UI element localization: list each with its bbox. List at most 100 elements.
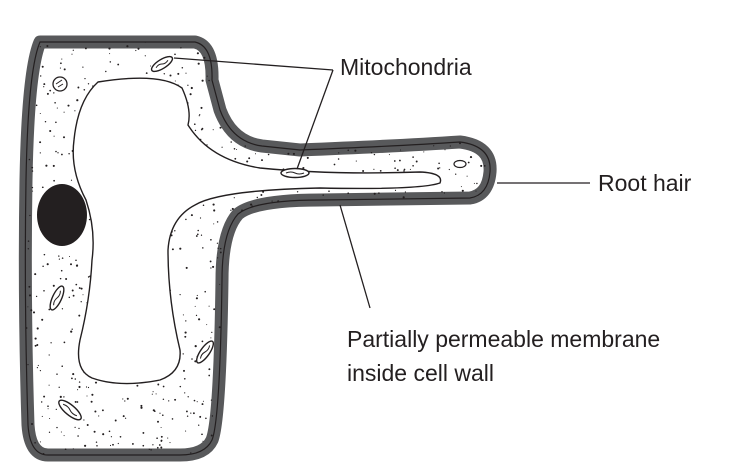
speckle-dot <box>250 313 251 314</box>
speckle-dot <box>28 286 30 288</box>
speckle-dot <box>197 295 198 296</box>
speckle-dot <box>153 391 154 392</box>
speckle-dot <box>382 242 383 243</box>
speckle-dot <box>248 157 250 159</box>
speckle-dot <box>85 47 87 49</box>
speckle-dot <box>410 458 411 459</box>
speckle-dot <box>439 420 441 422</box>
speckle-dot <box>435 322 437 324</box>
speckle-dot <box>241 209 243 211</box>
speckle-dot <box>198 63 200 65</box>
speckle-dot <box>68 153 69 154</box>
speckle-dot <box>483 257 485 259</box>
speckle-dot <box>249 113 251 115</box>
speckle-dot <box>347 255 348 256</box>
speckle-dot <box>293 90 294 91</box>
speckle-dot <box>199 115 200 116</box>
speckle-dot <box>84 445 86 447</box>
speckle-dot <box>305 241 306 242</box>
speckle-dot <box>388 452 390 454</box>
speckle-dot <box>490 107 492 109</box>
speckle-dot <box>358 295 360 297</box>
speckle-dot <box>40 152 41 153</box>
speckle-dot <box>64 68 66 70</box>
speckle-dot <box>65 278 67 280</box>
speckle-dot <box>207 76 208 77</box>
speckle-dot <box>390 224 392 226</box>
speckle-dot <box>372 237 374 239</box>
nucleus <box>37 184 87 246</box>
speckle-dot <box>483 428 485 430</box>
speckle-dot <box>405 208 407 210</box>
speckle-dot <box>118 443 119 444</box>
speckle-dot <box>355 315 357 317</box>
speckle-dot <box>415 219 416 220</box>
speckle-dot <box>374 193 376 195</box>
speckle-dot <box>201 235 202 236</box>
speckle-dot <box>431 45 433 47</box>
speckle-dot <box>486 297 487 298</box>
speckle-dot <box>333 253 335 255</box>
speckle-dot <box>360 253 362 255</box>
speckle-dot <box>475 191 476 192</box>
speckle-dot <box>395 190 396 191</box>
speckle-dot <box>485 442 487 444</box>
speckle-dot <box>202 247 204 249</box>
speckle-dot <box>163 399 164 400</box>
speckle-dot <box>233 106 235 108</box>
speckle-dot <box>343 91 345 93</box>
speckle-dot <box>76 264 78 266</box>
speckle-dot <box>312 53 314 55</box>
speckle-dot <box>397 222 399 224</box>
speckle-dot <box>463 39 465 41</box>
speckle-dot <box>84 89 86 91</box>
speckle-dot <box>269 103 271 105</box>
speckle-dot <box>337 237 338 238</box>
speckle-dot <box>499 105 501 107</box>
speckle-dot <box>191 214 193 216</box>
speckle-dot <box>78 386 80 388</box>
speckle-dot <box>95 382 97 384</box>
speckle-dot <box>300 132 302 134</box>
speckle-dot <box>53 92 54 93</box>
speckle-dot <box>359 130 360 131</box>
speckle-dot <box>187 415 188 416</box>
speckle-dot <box>334 164 336 166</box>
speckle-dot <box>50 342 51 343</box>
speckle-dot <box>329 256 331 258</box>
speckle-dot <box>203 401 204 402</box>
speckle-dot <box>326 299 327 300</box>
speckle-dot <box>332 58 334 60</box>
speckle-dot <box>394 281 395 282</box>
speckle-dot <box>489 258 491 260</box>
speckle-dot <box>403 242 405 244</box>
speckle-dot <box>436 422 437 423</box>
speckle-dot <box>416 419 418 421</box>
speckle-dot <box>318 320 320 322</box>
speckle-dot <box>246 123 248 125</box>
speckle-dot <box>169 442 170 443</box>
speckle-dot <box>219 326 221 328</box>
speckle-dot <box>471 115 473 117</box>
speckle-dot <box>452 317 454 319</box>
speckle-dot <box>253 409 255 411</box>
speckle-dot <box>443 37 445 39</box>
speckle-dot <box>213 204 215 206</box>
speckle-dot <box>390 441 392 443</box>
speckle-dot <box>157 421 159 423</box>
speckle-dot <box>358 387 360 389</box>
speckle-dot <box>40 441 41 442</box>
speckle-dot <box>354 51 355 52</box>
speckle-dot <box>245 145 246 146</box>
speckle-dot <box>180 294 181 295</box>
speckle-dot <box>354 358 356 360</box>
speckle-dot <box>195 130 196 131</box>
speckle-dot <box>105 71 106 72</box>
speckle-dot <box>394 160 396 162</box>
speckle-dot <box>432 103 434 105</box>
speckle-dot <box>321 288 323 290</box>
speckle-dot <box>302 73 304 75</box>
speckle-dot <box>61 431 62 432</box>
speckle-dot <box>330 242 332 244</box>
speckle-dot <box>222 147 223 148</box>
